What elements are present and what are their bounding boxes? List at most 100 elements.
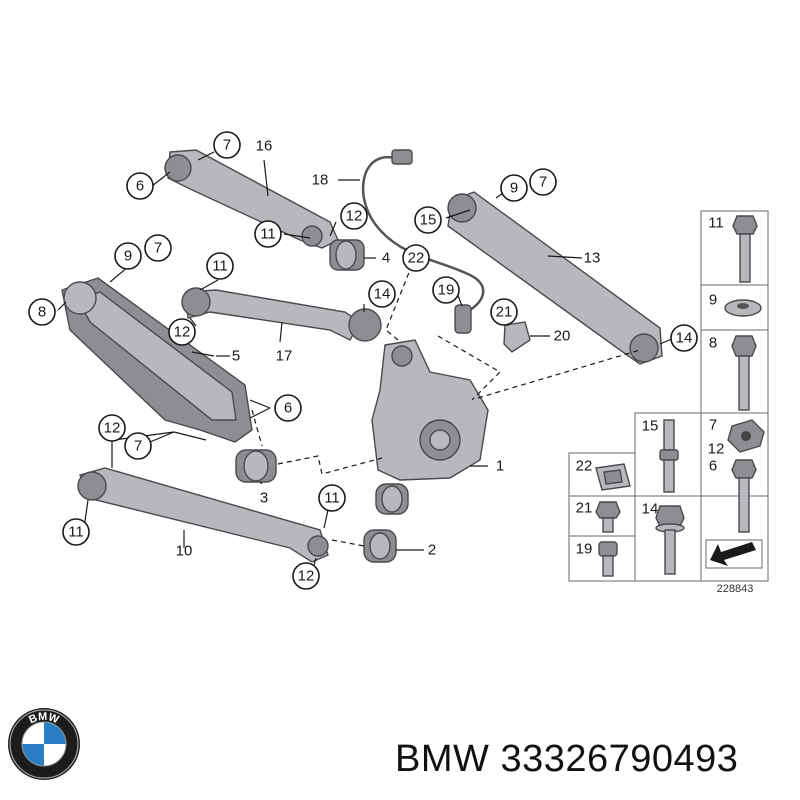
svg-text:14: 14 [642, 501, 659, 518]
svg-text:4: 4 [382, 250, 390, 267]
bolt-8 [731, 335, 757, 411]
svg-text:14: 14 [374, 286, 391, 303]
callout-14-a: 14 [368, 280, 396, 308]
svg-text:13: 13 [584, 250, 601, 267]
callout-22: 22 [402, 244, 430, 272]
svg-text:19: 19 [438, 282, 455, 299]
svg-text:1: 1 [496, 458, 504, 475]
trailing-arm-5 [61, 277, 253, 443]
callout-6-top: 6 [126, 172, 154, 200]
svg-text:21: 21 [496, 304, 513, 321]
svg-text:12: 12 [346, 208, 363, 225]
svg-text:14: 14 [676, 330, 693, 347]
bolt-21 [595, 501, 621, 533]
svg-text:11: 11 [68, 524, 84, 541]
bolt-19 [598, 541, 618, 577]
svg-text:11: 11 [324, 490, 340, 507]
callout-12-d: 12 [292, 562, 320, 590]
callout-16: 16 [256, 138, 273, 155]
bmw-logo: BMW [8, 708, 80, 780]
nut-7-12 [727, 419, 765, 453]
callout-19: 19 [432, 276, 460, 304]
part-caption: BMW 33326790493 [395, 738, 738, 781]
svg-text:22: 22 [576, 458, 593, 475]
part-number: 33326790493 [500, 738, 739, 780]
bushing-4 [329, 239, 365, 271]
callout-11-c: 11 [318, 484, 346, 512]
bolt-11 [732, 215, 758, 283]
callout-3: 3 [260, 490, 268, 507]
callout-7-a: 7 [144, 234, 172, 262]
svg-text:18: 18 [312, 172, 329, 189]
svg-text:22: 22 [408, 250, 425, 267]
direction-arrow-icon [705, 539, 763, 569]
diagram-reference-number: 228843 [717, 583, 754, 595]
callout-9-a: 9 [114, 242, 142, 270]
washer-9 [724, 299, 762, 317]
callout-12-c: 12 [98, 414, 126, 442]
callout-10: 10 [176, 543, 193, 560]
callout-7-b: 7 [124, 432, 152, 460]
callout-7-c: 7 [529, 168, 557, 196]
callout-18: 18 [312, 172, 329, 189]
svg-text:12: 12 [708, 441, 725, 458]
callout-14-b: 14 [670, 324, 698, 352]
callout-7-top: 7 [213, 131, 241, 159]
svg-text:7: 7 [539, 174, 547, 191]
svg-text:15: 15 [420, 212, 437, 229]
callout-4: 4 [382, 250, 390, 267]
callout-17: 17 [276, 348, 293, 365]
wheel-carrier-1 [371, 339, 489, 481]
bolt-6 [731, 459, 757, 533]
bolt-14 [655, 505, 685, 575]
svg-text:11: 11 [212, 258, 228, 275]
callout-11-d: 11 [62, 518, 90, 546]
svg-text:11: 11 [708, 215, 724, 232]
callout-5: 5 [232, 348, 240, 365]
svg-text:8: 8 [38, 304, 46, 321]
svg-text:10: 10 [176, 543, 193, 560]
svg-text:7: 7 [134, 438, 142, 455]
svg-text:12: 12 [174, 324, 191, 341]
svg-text:15: 15 [642, 418, 659, 435]
hardware-grid: 11 9 8 7 12 6 15 14 22 21 19 [568, 210, 769, 595]
svg-text:19: 19 [576, 541, 593, 558]
svg-text:16: 16 [256, 138, 273, 155]
callout-9-b: 9 [500, 174, 528, 202]
callout-11-a: 11 [254, 220, 282, 248]
svg-text:2: 2 [428, 542, 436, 559]
svg-text:9: 9 [510, 180, 518, 197]
control-arm-16 [164, 149, 339, 249]
svg-text:7: 7 [709, 417, 717, 434]
callout-1: 1 [496, 458, 504, 475]
callout-20: 20 [554, 328, 571, 345]
callout-13: 13 [584, 250, 601, 267]
svg-text:5: 5 [232, 348, 240, 365]
assembly-lines [251, 249, 641, 547]
svg-text:11: 11 [260, 226, 276, 243]
svg-text:20: 20 [554, 328, 571, 345]
brand-name: BMW [395, 738, 490, 780]
callout-12-a: 12 [340, 202, 368, 230]
bracket-20 [503, 321, 531, 353]
svg-text:6: 6 [136, 178, 144, 195]
callout-15: 15 [414, 206, 442, 234]
bushing-3 [235, 449, 277, 483]
control-arm-10 [77, 467, 329, 563]
callout-6-b: 6 [274, 394, 302, 422]
svg-text:6: 6 [709, 458, 717, 475]
svg-text:21: 21 [576, 500, 593, 517]
callout-12-b: 12 [168, 318, 196, 346]
svg-text:8: 8 [709, 335, 717, 352]
svg-text:6: 6 [284, 400, 292, 417]
callout-21: 21 [490, 298, 518, 326]
svg-text:7: 7 [223, 137, 231, 154]
stud-15 [659, 419, 679, 493]
bushing-2 [363, 529, 397, 563]
callout-8: 8 [28, 298, 56, 326]
bushing-knuckle [375, 483, 409, 515]
control-arm-17 [181, 287, 382, 342]
svg-text:12: 12 [298, 568, 315, 585]
callout-11-b: 11 [206, 252, 234, 280]
